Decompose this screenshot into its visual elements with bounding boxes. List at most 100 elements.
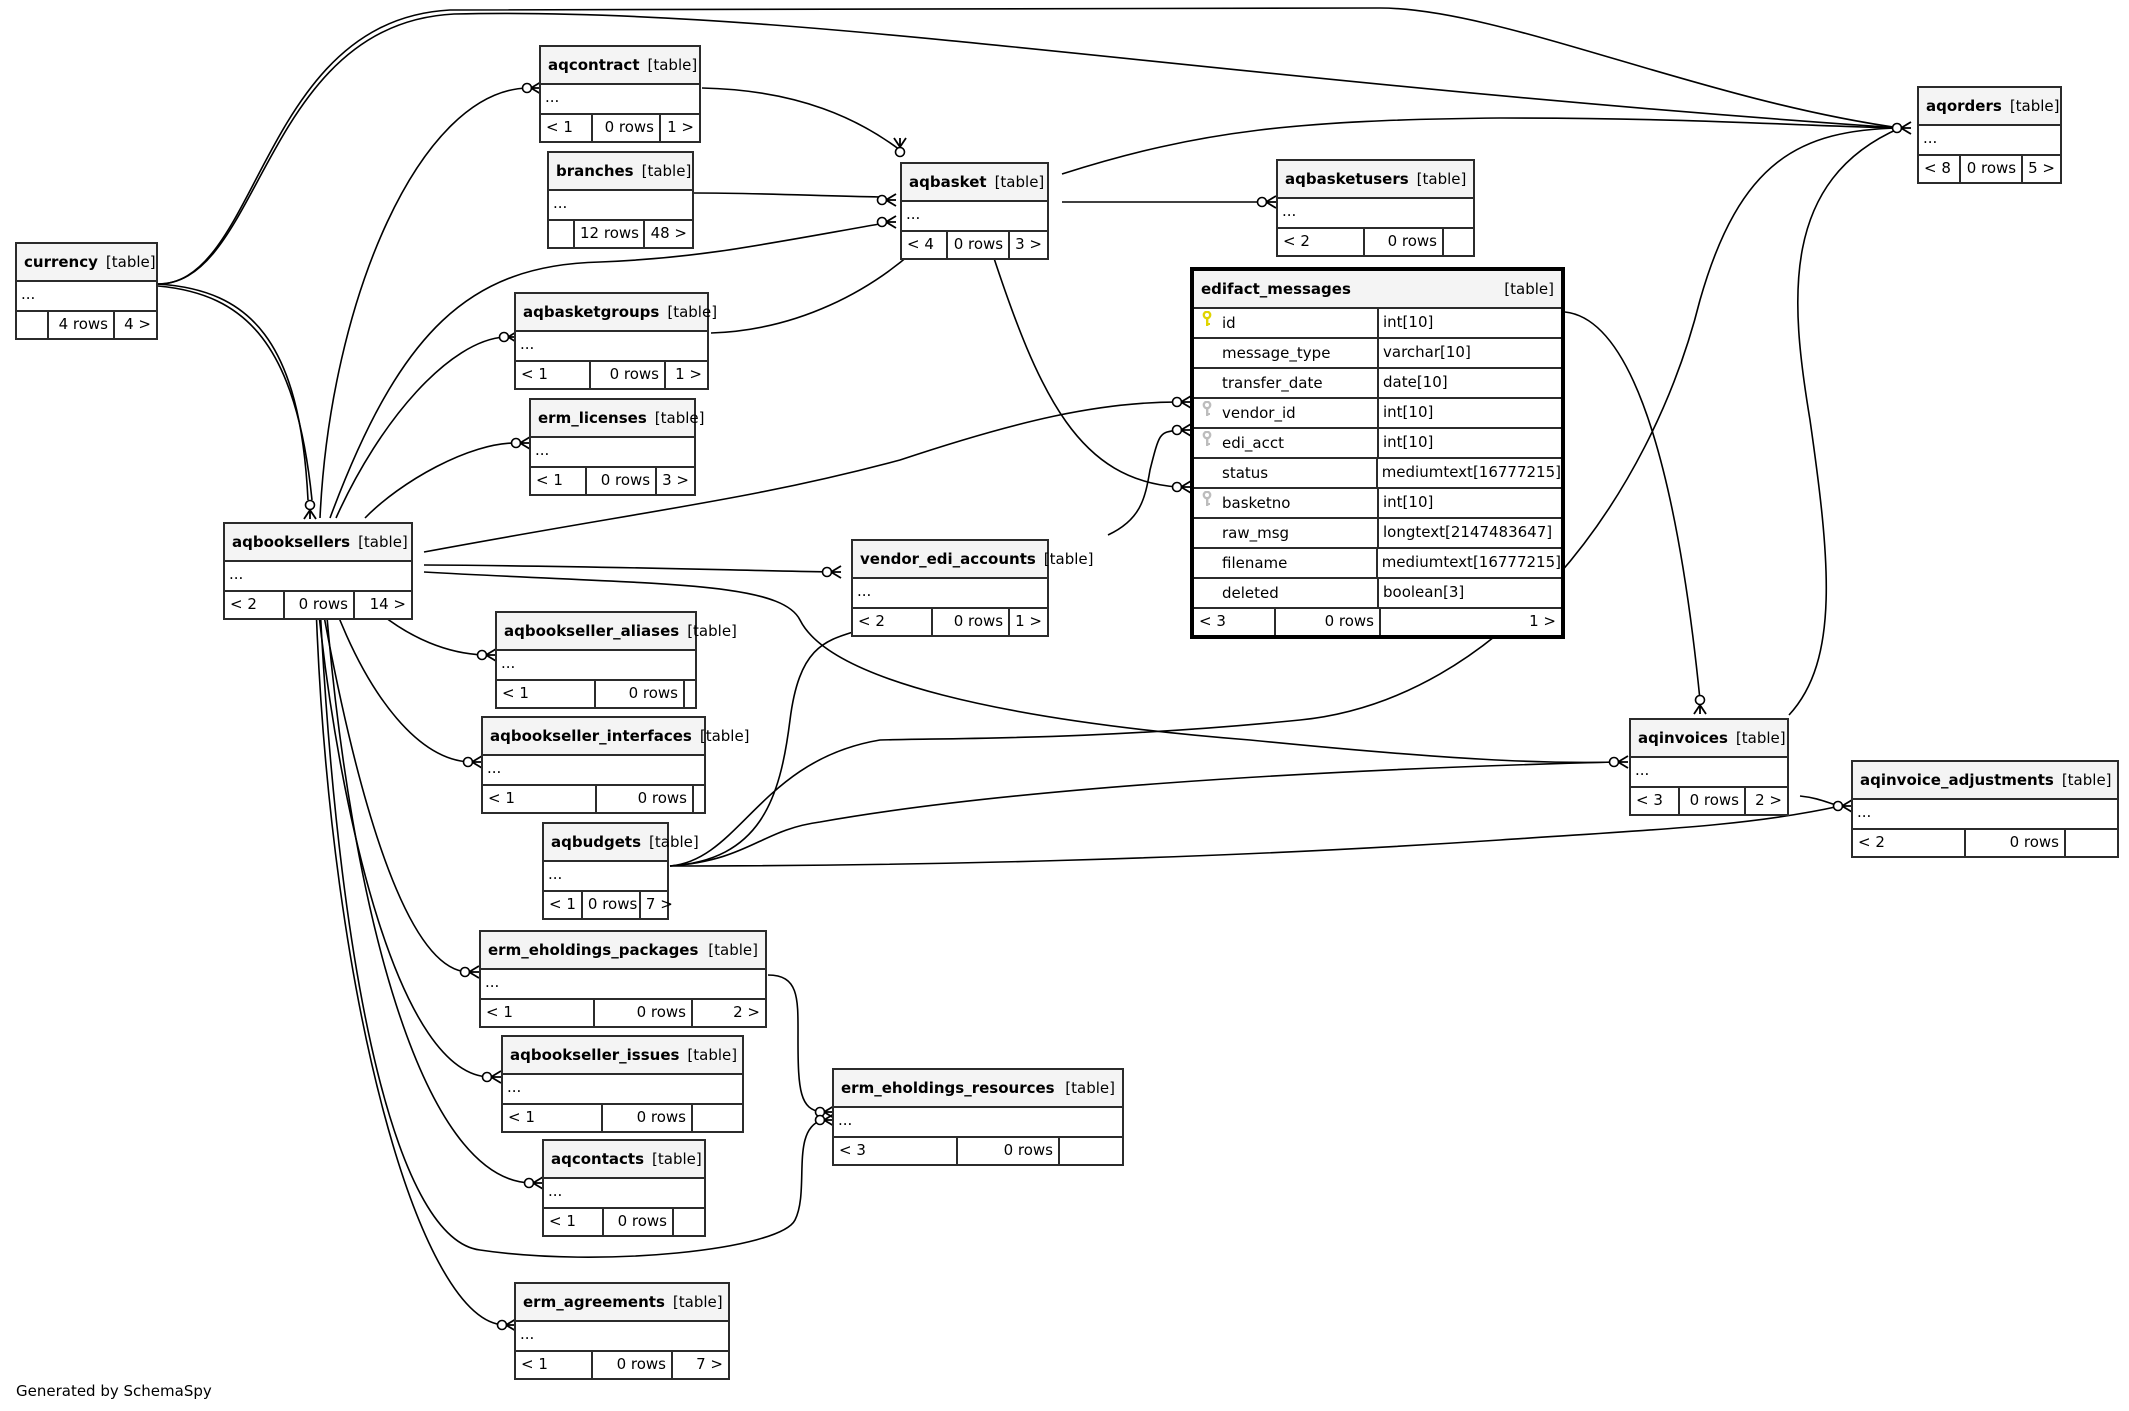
parents-link[interactable]: < 1 xyxy=(544,892,583,918)
children-link[interactable]: 2 > xyxy=(1755,791,1782,809)
children-link[interactable] xyxy=(693,1105,742,1131)
children-link[interactable]: 3 > xyxy=(662,471,689,489)
parents-link[interactable]: < 2 xyxy=(853,609,933,635)
edge-aqbooksellers-erm-licenses xyxy=(364,442,518,519)
children-link[interactable]: 7 > xyxy=(696,1355,723,1373)
table-name[interactable]: erm_agreements xyxy=(523,1293,665,1311)
table-name[interactable]: aqbasketusers xyxy=(1285,170,1409,188)
parents-link[interactable]: < 1 xyxy=(544,1209,604,1235)
parents-link[interactable]: < 3 xyxy=(1631,788,1680,814)
children-link[interactable]: 7 > xyxy=(645,895,673,913)
table-name[interactable]: aqorders xyxy=(1926,97,2002,115)
children-link[interactable]: 5 > xyxy=(2028,159,2055,177)
children-link[interactable]: 48 > xyxy=(650,224,687,242)
table-name[interactable]: branches xyxy=(556,162,634,180)
table-name[interactable]: vendor_edi_accounts xyxy=(860,550,1036,568)
parents-link[interactable]: < 1 xyxy=(531,468,588,494)
children-link[interactable]: 2 > xyxy=(733,1003,760,1021)
parents-link[interactable]: < 1 xyxy=(516,1352,593,1378)
table-name[interactable]: aqbookseller_issues xyxy=(510,1046,680,1064)
table-name[interactable]: erm_eholdings_packages xyxy=(488,941,699,959)
parents-link[interactable]: < 1 xyxy=(503,1105,603,1131)
table-name[interactable]: aqcontract xyxy=(548,56,640,74)
parents-link[interactable]: < 1 xyxy=(483,786,597,812)
parents-link[interactable]: < 2 xyxy=(1278,229,1365,255)
children-link[interactable] xyxy=(694,786,704,812)
parents-link[interactable] xyxy=(549,221,575,247)
parents-link[interactable]: < 1 xyxy=(481,1000,595,1026)
table-name[interactable]: aqbasketgroups xyxy=(523,303,660,321)
children-link[interactable]: 1 > xyxy=(667,118,694,136)
children-link[interactable] xyxy=(685,681,695,707)
parents-link[interactable]: < 4 xyxy=(902,232,949,258)
children-link[interactable]: 3 > xyxy=(1015,235,1042,253)
children-link[interactable]: 1 > xyxy=(1015,612,1042,630)
table-name[interactable]: aqbasket xyxy=(909,173,987,191)
table-name[interactable]: erm_licenses xyxy=(538,409,647,427)
children-link[interactable] xyxy=(1060,1138,1122,1164)
children-link[interactable]: 14 > xyxy=(369,595,406,613)
parents-link[interactable]: < 1 xyxy=(516,362,591,388)
table-name[interactable]: aqbudgets xyxy=(551,833,642,851)
column-name: transfer_date xyxy=(1222,374,1323,392)
table-name[interactable]: aqcontacts xyxy=(551,1150,645,1168)
row-count: 0 rows xyxy=(591,362,666,388)
parents-link[interactable]: < 8 xyxy=(1919,156,1961,182)
parents-link[interactable]: < 3 xyxy=(834,1138,958,1164)
parents-link[interactable]: < 2 xyxy=(1853,830,1966,856)
table-name[interactable]: currency xyxy=(24,253,98,271)
table-name[interactable]: aqbookseller_aliases xyxy=(504,622,680,640)
table-name[interactable]: edifact_messages xyxy=(1201,280,1351,298)
table-name[interactable]: aqinvoice_adjustments xyxy=(1860,771,2054,789)
parents-link[interactable] xyxy=(17,312,49,338)
parents-link[interactable]: < 3 xyxy=(1194,609,1276,635)
children-link[interactable] xyxy=(1444,229,1473,255)
children-link[interactable] xyxy=(674,1209,704,1235)
column-name-cell: filename xyxy=(1194,549,1378,577)
children-link[interactable]: 4 > xyxy=(124,315,151,333)
table-name[interactable]: aqinvoices xyxy=(1638,729,1728,747)
foreign-key-icon xyxy=(1198,400,1216,426)
parents-link[interactable]: < 1 xyxy=(541,115,593,141)
table-name[interactable]: aqbooksellers xyxy=(232,533,351,551)
children-link[interactable]: 1 > xyxy=(675,365,702,383)
table-name[interactable]: aqbookseller_interfaces xyxy=(490,727,692,745)
children-link[interactable] xyxy=(2066,830,2117,856)
parents-link[interactable]: < 1 xyxy=(497,681,596,707)
table-name[interactable]: erm_eholdings_resources xyxy=(841,1079,1055,1097)
parents-link[interactable]: < 2 xyxy=(225,592,285,618)
generated-by-footer[interactable]: Generated by SchemaSpy xyxy=(16,1382,212,1400)
children-link[interactable]: 1 > xyxy=(1529,612,1556,630)
